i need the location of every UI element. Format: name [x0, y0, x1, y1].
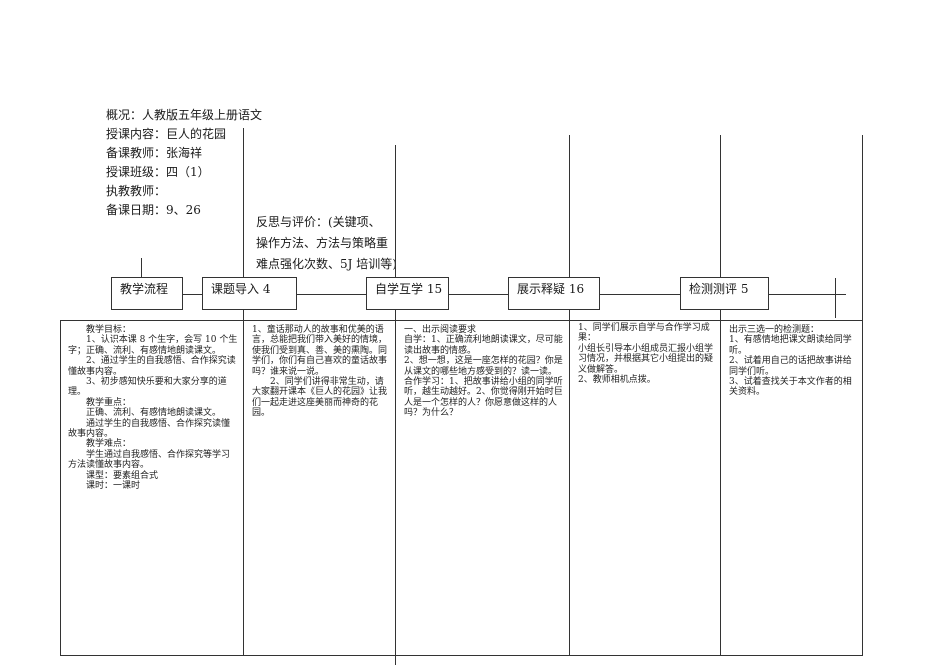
lesson-type: 课型：要素组合式	[86, 470, 159, 481]
flow-connector	[768, 294, 846, 295]
divider-line	[835, 278, 836, 318]
objective-item: 3、初步感知快乐要和大家分享的道理。	[68, 377, 227, 398]
self-study-item: 2、想一想，这是一座怎样的花园？你是从课文的哪些地方感受到的？读一读。	[404, 356, 563, 377]
prep-teacher-line: 备课教师：张海祥	[106, 146, 203, 160]
flow-connector	[296, 294, 366, 295]
assessment-heading: 出示三选一的检测题：	[729, 325, 820, 335]
intro-paragraph-2: 2、同学们讲得非常生动，请大家翻开课本《巨人的花园》让我们一起走进这座美丽而神奇…	[252, 377, 388, 419]
assessment-column: 出示三选一的检测题： 1、有感情地把课文朗读给同学听。 2、试着用自己的话把故事…	[729, 325, 859, 398]
divider-line	[862, 135, 863, 655]
table-top-border	[60, 320, 863, 321]
intro-column: 1、童话那动人的故事和优美的语言，总能把我们带入美好的情境，使我们受到真、善、美…	[252, 325, 390, 419]
divider-line	[243, 128, 244, 655]
self-study-item: 自学：1、正确流利地朗读课文，尽可能读出故事的情感。	[404, 335, 563, 356]
divider-line	[395, 145, 396, 665]
prep-date-line: 备课日期：9、26	[106, 203, 201, 217]
lesson-content-line: 授课内容：巨人的花园	[106, 127, 227, 141]
reflection-line-1: 反思与评价：(关键项、	[256, 215, 381, 229]
display-column: 1、同学们展示自学与合作学习成果： 小组长引导本小组成员汇报小组学习情况，并根据…	[578, 323, 716, 385]
key-points-heading: 教学重点：	[86, 397, 132, 408]
flow-connector	[182, 294, 202, 295]
reflection-line-3: 难点强化次数、5J 培训等)	[256, 257, 397, 271]
lesson-hours: 课时：一课时	[86, 481, 141, 492]
display-item: 小组长引导本小组成员汇报小组学习情况，并根据其它小组提出的疑义做解答。	[578, 343, 714, 375]
overview-line: 概况：人教版五年级上册语文	[106, 108, 263, 122]
flow-connector	[599, 294, 680, 295]
assessment-item: 2、试着用自己的话把故事讲给同学们听。	[729, 356, 852, 377]
table-bottom-border	[60, 655, 863, 656]
executing-teacher-line: 执教教师：	[106, 184, 167, 198]
reflection-note: 反思与评价：(关键项、 操作方法、方法与策略重 难点强化次数、5J 培训等)	[256, 212, 397, 275]
reflection-line-2: 操作方法、方法与策略重	[256, 236, 389, 250]
flow-step-self-study: 自学互学 15	[366, 277, 449, 310]
objectives-column: 教学目标： 1、认识本课 8 个生字，会写 10 个生字；正确、流利、有感情地朗…	[68, 325, 238, 492]
assessment-item: 1、有感情地把课文朗读给同学听。	[729, 335, 852, 356]
key-point-item: 正确、流利、有感情地朗读课文。	[86, 408, 222, 419]
cooperative-study-item: 合作学习：1、把故事讲给小组的同学听听，越生动越好。2、你觉得刚开始时巨人是一个…	[404, 377, 563, 419]
divider-line	[141, 258, 142, 278]
difficulty-item: 学生通过自我感悟、合作探究等学习方法读懂故事内容。	[68, 449, 231, 471]
display-item: 2、教师相机点拨。	[578, 375, 656, 386]
flow-step-display: 展示释疑 16	[508, 277, 600, 310]
flow-connector	[448, 294, 508, 295]
objectives-heading: 教学目标：	[86, 325, 132, 335]
self-study-column: 一、出示阅读要求 自学：1、正确流利地朗读课文，尽可能读出故事的情感。 2、想一…	[404, 325, 564, 419]
divider-line	[720, 135, 721, 655]
flow-step-label: 检测测评 5	[689, 282, 749, 296]
class-line: 授课班级：四（1）	[106, 165, 210, 179]
flow-step-intro: 课题导入 4	[202, 277, 297, 310]
display-item: 1、同学们展示自学与合作学习成果：	[578, 323, 710, 344]
objective-item: 2、通过学生的自我感悟、合作探究读懂故事内容。	[68, 356, 236, 377]
divider-line	[569, 135, 570, 655]
flow-step-label: 教学流程	[120, 282, 169, 296]
flow-step-assessment: 检测测评 5	[680, 277, 769, 310]
intro-paragraph-1: 1、童话那动人的故事和优美的语言，总能把我们带入美好的情境，使我们受到真、善、美…	[252, 325, 388, 377]
key-point-item: 通过学生的自我感悟、合作探究读懂故事内容。	[68, 418, 231, 440]
divider-line	[60, 320, 61, 655]
flow-step-label: 课题导入 4	[211, 282, 271, 296]
objective-item: 1、认识本课 8 个生字，会写 10 个生字；正确、流利、有感情地朗读课文。	[68, 335, 238, 356]
difficulty-heading: 教学难点：	[86, 439, 132, 450]
flow-step-process: 教学流程	[111, 277, 183, 310]
reading-requirement-heading: 一、出示阅读要求	[404, 325, 477, 335]
flow-step-label: 展示释疑 16	[517, 282, 585, 296]
flow-step-label: 自学互学 15	[375, 282, 443, 296]
assessment-item: 3、试着查找关于本文作者的相关资料。	[729, 377, 852, 398]
